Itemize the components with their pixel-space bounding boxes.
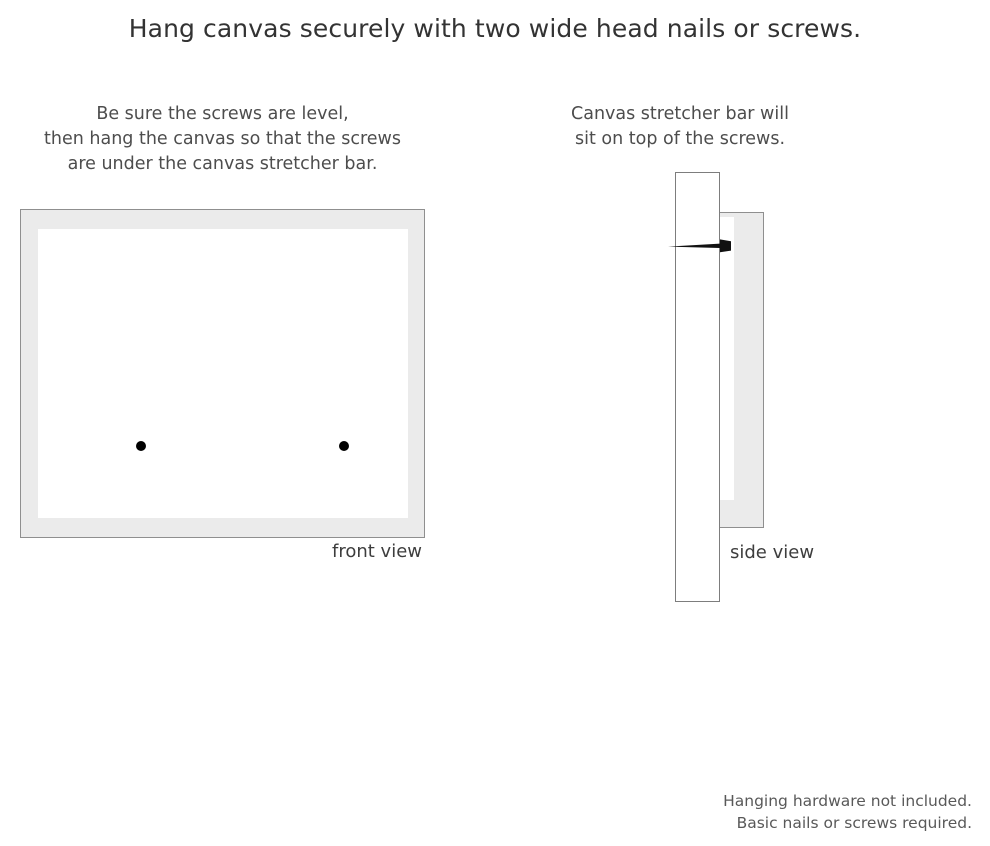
front-view-caption-line-2: then hang the canvas so that the screws	[44, 128, 401, 149]
side-view-caption-line-2: sit on top of the screws.	[574, 128, 786, 149]
canvas-face	[38, 229, 408, 518]
front-view-caption-line-3: are under the canvas stretcher bar.	[67, 153, 378, 174]
page-title: Hang canvas securely with two wide head …	[128, 14, 862, 43]
front-view-label: front view	[332, 541, 422, 562]
wide-head-nail-icon	[668, 239, 734, 253]
side-view-caption-line-1: Canvas stretcher bar will	[571, 104, 789, 124]
front-view-diagram	[20, 209, 425, 538]
side-view-label: side view	[730, 542, 815, 563]
stretcher-bar-inner-face	[717, 217, 734, 500]
disclaimer-line-1: Hanging hardware not included.	[723, 792, 972, 810]
front-view-caption-line-1: Be sure the screws are level,	[96, 104, 349, 124]
screw-head-dot-left	[136, 441, 146, 451]
canvas-stretcher-bar	[713, 212, 764, 528]
screw-head-dot-right	[339, 441, 349, 451]
side-view-diagram	[660, 165, 790, 615]
disclaimer-line-2: Basic nails or screws required.	[736, 814, 972, 832]
front-view-caption: Be sure the screws are level, then hang …	[15, 102, 430, 176]
disclaimer-note: Hanging hardware not included. Basic nai…	[723, 790, 972, 834]
side-view-caption: Canvas stretcher bar will sit on top of …	[545, 102, 815, 152]
wall-board	[675, 172, 720, 602]
